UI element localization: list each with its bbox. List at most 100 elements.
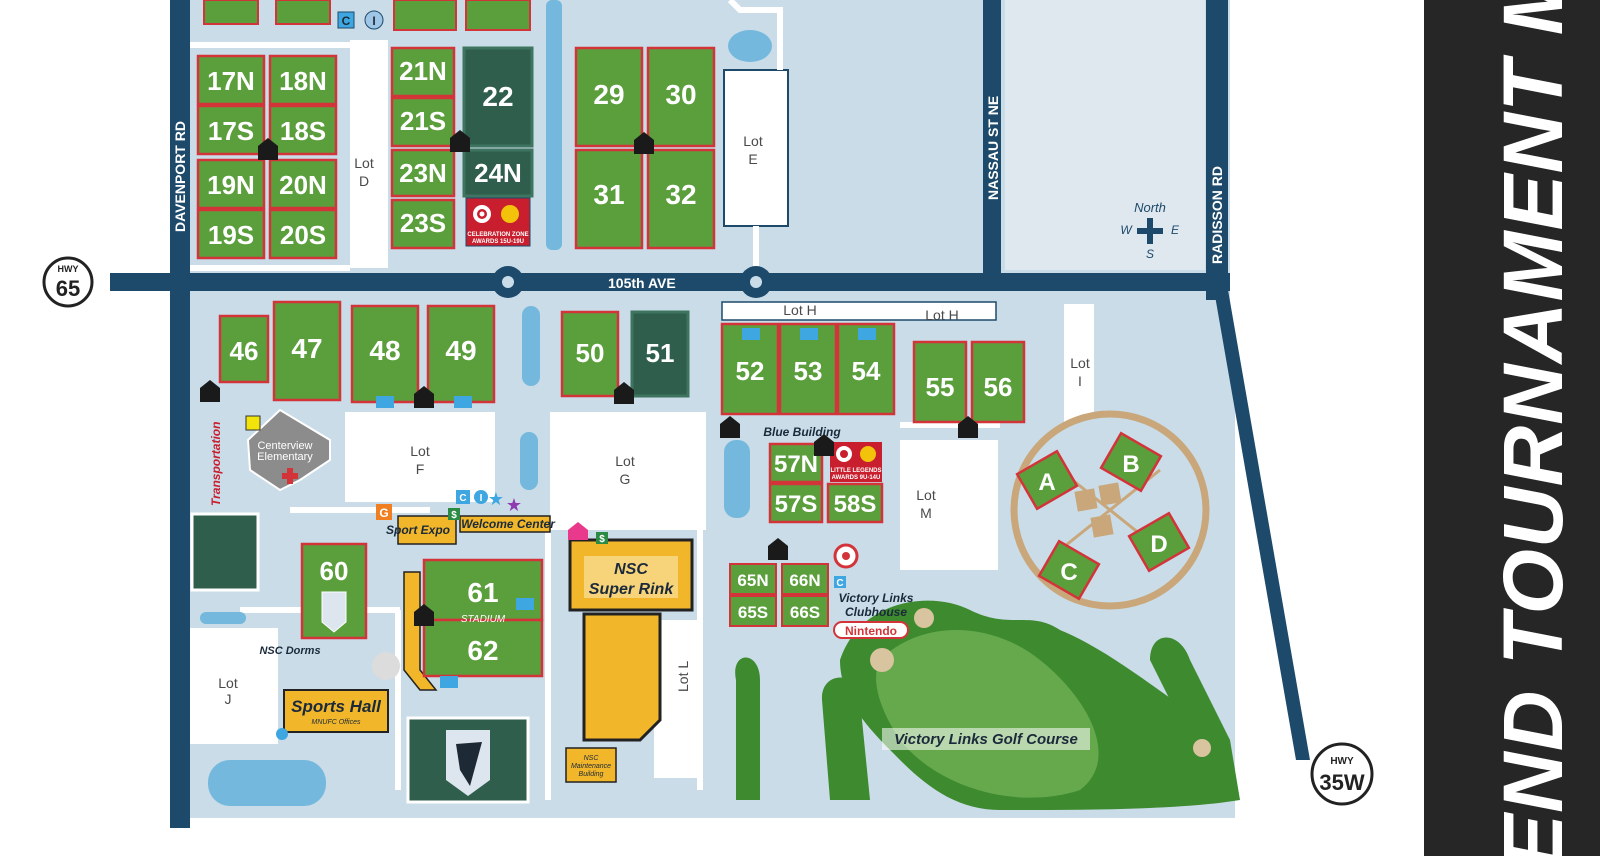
blue-building: Blue Building xyxy=(763,425,841,439)
fields-17-20: 17N 18N 17S 18S 19N 20N 19S 20S xyxy=(196,0,338,260)
field-31[interactable] xyxy=(574,148,644,250)
field-22-label: 22 xyxy=(482,81,513,112)
map-outer-white xyxy=(0,0,175,856)
camera-icon-3 xyxy=(742,328,760,340)
field-56[interactable] xyxy=(970,340,1026,424)
field-50[interactable] xyxy=(560,310,620,398)
road-davenport xyxy=(170,0,190,828)
mnufc-offices-label: MNUFC Offices xyxy=(312,719,362,726)
field-62[interactable] xyxy=(422,618,544,678)
field-57s[interactable] xyxy=(768,482,824,524)
map-bottom-white xyxy=(175,818,1355,856)
lot-g-area xyxy=(550,412,706,530)
field-49[interactable] xyxy=(426,304,496,404)
road-radisson xyxy=(1206,0,1224,300)
field-c[interactable] xyxy=(1037,539,1101,601)
shelter-icon-9 xyxy=(958,416,978,438)
field-65n[interactable] xyxy=(729,563,777,595)
dollar-icon: $ xyxy=(451,510,457,521)
sport-expo-building[interactable] xyxy=(397,515,457,545)
icon-c-box-2 xyxy=(834,576,846,588)
celebration-zone[interactable]: CELEBRATION ZONE AWARDS 15U-19U xyxy=(465,197,531,247)
sand-trap-2 xyxy=(870,648,894,672)
target-icon-3-dot xyxy=(842,552,850,560)
field-21s-label: 21S xyxy=(400,106,446,136)
golf-course-label-bg xyxy=(882,728,1090,750)
mnufc-crest-small xyxy=(321,591,347,633)
shelter-icon-5 xyxy=(414,386,434,408)
dollar-icon-2: $ xyxy=(599,534,605,545)
victory-clubhouse: C Victory Links Clubhouse Nintendo xyxy=(833,543,914,639)
golf-fairway-2 xyxy=(821,677,870,800)
field-30[interactable] xyxy=(646,46,716,148)
lot-g-label-1: Lot xyxy=(615,453,635,469)
field-23s[interactable] xyxy=(390,198,456,250)
field-58s[interactable] xyxy=(826,482,884,524)
field-55[interactable] xyxy=(912,340,968,424)
lot-e-label-1: Lot xyxy=(743,133,763,149)
field-51[interactable] xyxy=(630,310,690,398)
water-drop-icon xyxy=(276,728,288,740)
shelter-icon-10 xyxy=(768,538,788,560)
field-66s[interactable] xyxy=(781,595,829,627)
field-17n[interactable] xyxy=(196,54,266,106)
clubhouse-label-2: Clubhouse xyxy=(845,605,907,619)
field-32[interactable] xyxy=(646,148,716,250)
field-17s[interactable] xyxy=(196,104,266,156)
icon-i-top: I xyxy=(372,14,375,28)
maintenance-building[interactable] xyxy=(565,747,617,783)
field-23n[interactable] xyxy=(390,148,456,198)
sand-trap-1 xyxy=(914,608,934,628)
map-right-white xyxy=(1230,0,1420,856)
camera-icon-5 xyxy=(858,328,876,340)
field-21n[interactable] xyxy=(390,46,456,98)
field-19n[interactable] xyxy=(196,158,266,210)
camera-icon-6 xyxy=(516,598,534,610)
field-19s-label: 19S xyxy=(208,220,254,250)
field-57n[interactable] xyxy=(768,442,824,484)
field-18s[interactable] xyxy=(268,104,338,156)
field-29[interactable] xyxy=(574,46,644,148)
field-20n[interactable] xyxy=(268,158,338,210)
field-b[interactable] xyxy=(1099,431,1163,493)
legends-label-2: AWARDS 9U-14U xyxy=(832,475,881,481)
clubhouse-label-1: Victory Links xyxy=(839,591,914,605)
info-icon-1 xyxy=(474,490,488,504)
shelter-icon-4 xyxy=(200,380,220,402)
info-icons-top: C I xyxy=(337,10,384,30)
super-rink-annex xyxy=(582,612,662,742)
field-21s[interactable] xyxy=(390,96,456,148)
field-47[interactable] xyxy=(272,300,342,402)
field-23s-label: 23S xyxy=(400,208,446,238)
field-d[interactable] xyxy=(1127,511,1191,573)
field-19s[interactable] xyxy=(196,208,266,260)
fields-29-32: 29 30 31 32 xyxy=(574,46,716,250)
sports-hall-building[interactable] xyxy=(283,689,389,733)
field-18n[interactable] xyxy=(268,54,338,106)
pink-marker xyxy=(568,522,588,540)
hwy-35w-num: 35W xyxy=(1319,770,1364,795)
welcome-center-building[interactable] xyxy=(459,515,551,533)
little-legends-zone[interactable]: LITTLE LEGENDS AWARDS 9U-14U xyxy=(830,442,882,482)
field-56-label: 56 xyxy=(984,372,1013,402)
field-22[interactable] xyxy=(462,46,534,148)
sport-expo-area: G Sport Expo Welcome Center C I ★ ★ $ xyxy=(376,489,556,545)
field-65s[interactable] xyxy=(729,595,777,627)
field-50-label: 50 xyxy=(576,338,605,368)
fields-65-66: 65N 66N 65S 66S xyxy=(729,563,829,627)
field-24n[interactable] xyxy=(462,148,534,198)
fields-46-51: 46 47 48 49 50 51 xyxy=(218,300,690,404)
field-66n[interactable] xyxy=(781,563,829,595)
field-65n-label: 65N xyxy=(737,571,768,590)
field-a[interactable] xyxy=(1015,449,1079,511)
field-48[interactable] xyxy=(350,304,420,404)
east-road-diagonal xyxy=(1214,290,1310,760)
field-46[interactable] xyxy=(218,314,270,384)
field-20s[interactable] xyxy=(268,208,338,260)
golf-fairway-1 xyxy=(735,657,760,800)
fields-21-24: 21N 21S 22 23N 24N 23S xyxy=(390,0,534,250)
icon-g: G xyxy=(379,506,388,520)
road-label-105th: 105th AVE xyxy=(608,275,676,291)
field-a-label: A xyxy=(1038,469,1055,496)
